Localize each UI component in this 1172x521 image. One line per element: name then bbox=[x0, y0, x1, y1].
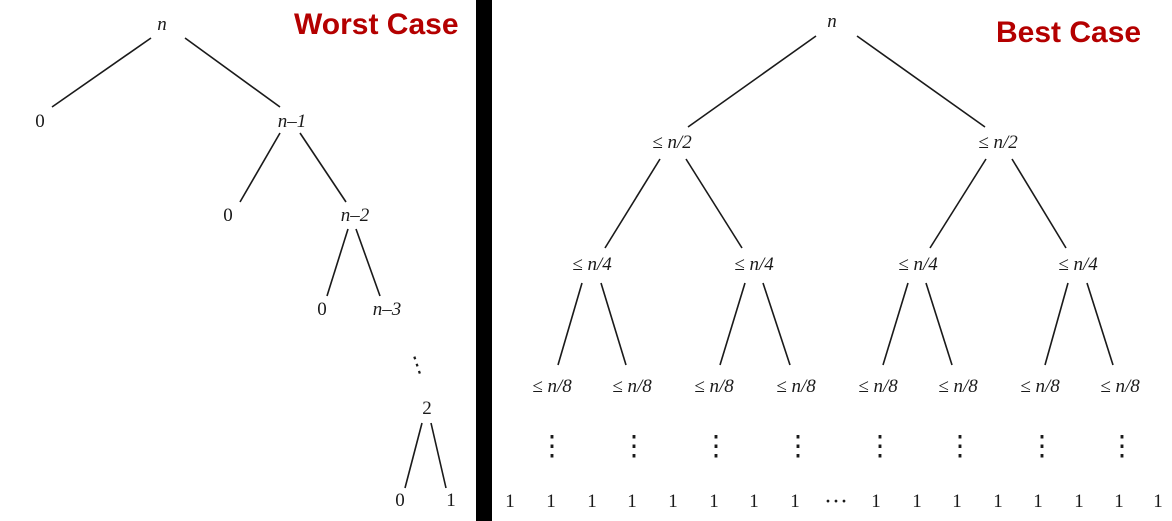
worst-node: 0 bbox=[395, 490, 405, 511]
best-level3-node: ≤ n/8 bbox=[532, 376, 572, 397]
best-case-title: Best Case bbox=[996, 16, 1142, 49]
best-leaf: 1 bbox=[709, 491, 719, 512]
best-leaf: 1 bbox=[993, 491, 1003, 512]
best-leaf: 1 bbox=[1033, 491, 1043, 512]
tree-edge bbox=[762, 282, 791, 366]
tree-edge bbox=[687, 35, 817, 128]
tree-edge bbox=[51, 37, 152, 108]
worst-node: n–1 bbox=[278, 111, 307, 132]
tree-edge bbox=[404, 422, 423, 489]
best-leaf: 1 bbox=[952, 491, 962, 512]
tree-edge bbox=[1086, 282, 1114, 366]
best-level1-node: ≤ n/2 bbox=[978, 132, 1018, 153]
best-level3-node: ≤ n/8 bbox=[1020, 376, 1060, 397]
best-leaf: 1 bbox=[790, 491, 800, 512]
best-level2-node: ≤ n/4 bbox=[898, 254, 938, 275]
tree-edge bbox=[1044, 282, 1069, 366]
tree-edge bbox=[326, 228, 349, 297]
worst-node: n–3 bbox=[373, 299, 402, 320]
tree-edges bbox=[51, 35, 1114, 489]
best-level3-node: ≤ n/8 bbox=[612, 376, 652, 397]
tree-edge bbox=[929, 158, 987, 249]
best-leaf: 1 bbox=[912, 491, 922, 512]
best-leaf: 1 bbox=[1074, 491, 1084, 512]
tree-edge bbox=[600, 282, 627, 366]
best-vdots: ⋮ bbox=[702, 431, 730, 462]
tree-edge bbox=[719, 282, 746, 366]
best-leaf: 1 bbox=[1114, 491, 1124, 512]
worst-node: 0 bbox=[317, 299, 327, 320]
best-level2-node: ≤ n/4 bbox=[572, 254, 612, 275]
tree-edge bbox=[430, 422, 447, 489]
tree-edge bbox=[184, 37, 281, 108]
worst-ellipsis: ⋮ bbox=[403, 349, 432, 380]
worst-case-title: Worst Case bbox=[294, 8, 459, 41]
tree-edge bbox=[557, 282, 583, 366]
best-leaf: 1 bbox=[546, 491, 556, 512]
best-level3-node: ≤ n/8 bbox=[776, 376, 816, 397]
best-vdots: ⋮ bbox=[1028, 431, 1056, 462]
tree-edge bbox=[239, 132, 281, 203]
worst-case-tree: n 0 n–1 0 n–2 0 n–3 ⋮ 2 0 1 bbox=[35, 14, 456, 511]
best-level1-node: ≤ n/2 bbox=[652, 132, 692, 153]
best-vdots: ⋮ bbox=[784, 431, 812, 462]
best-vdots: ⋮ bbox=[946, 431, 974, 462]
best-level3-node: ≤ n/8 bbox=[1100, 376, 1140, 397]
worst-node: n–2 bbox=[341, 205, 370, 226]
best-level2-node: ≤ n/4 bbox=[734, 254, 774, 275]
tree-edge bbox=[355, 228, 381, 297]
worst-root-node: n bbox=[157, 14, 167, 35]
best-case-tree: n ≤ n/2 ≤ n/2 ≤ n/4 ≤ n/4 ≤ n/4 ≤ n/4 ≤ … bbox=[505, 11, 1163, 515]
best-leaves-ellipsis: ··· bbox=[824, 489, 848, 515]
best-leaf: 1 bbox=[871, 491, 881, 512]
best-leaf: 1 bbox=[505, 491, 515, 512]
best-leaf: 1 bbox=[587, 491, 597, 512]
best-vdots: ⋮ bbox=[866, 431, 894, 462]
best-leaf: 1 bbox=[627, 491, 637, 512]
best-leaf: 1 bbox=[749, 491, 759, 512]
best-level3-node: ≤ n/8 bbox=[858, 376, 898, 397]
best-vdots: ⋮ bbox=[1108, 431, 1136, 462]
panel-divider bbox=[476, 0, 492, 521]
worst-node: 0 bbox=[223, 205, 233, 226]
tree-edge bbox=[685, 158, 743, 249]
best-root-node: n bbox=[827, 11, 837, 32]
tree-edge bbox=[299, 132, 347, 203]
worst-node: 0 bbox=[35, 111, 45, 132]
worst-node: 2 bbox=[422, 398, 432, 419]
tree-edge bbox=[856, 35, 986, 128]
best-leaf: 1 bbox=[1153, 491, 1163, 512]
best-level3-node: ≤ n/8 bbox=[694, 376, 734, 397]
best-vdots: ⋮ bbox=[538, 431, 566, 462]
tree-edge bbox=[1011, 158, 1067, 249]
tree-edge bbox=[925, 282, 953, 366]
best-vdots: ⋮ bbox=[620, 431, 648, 462]
worst-node: 1 bbox=[446, 490, 456, 511]
best-level3-node: ≤ n/8 bbox=[938, 376, 978, 397]
tree-edge bbox=[604, 158, 661, 249]
best-level2-node: ≤ n/4 bbox=[1058, 254, 1098, 275]
best-leaf: 1 bbox=[668, 491, 678, 512]
tree-edge bbox=[882, 282, 909, 366]
